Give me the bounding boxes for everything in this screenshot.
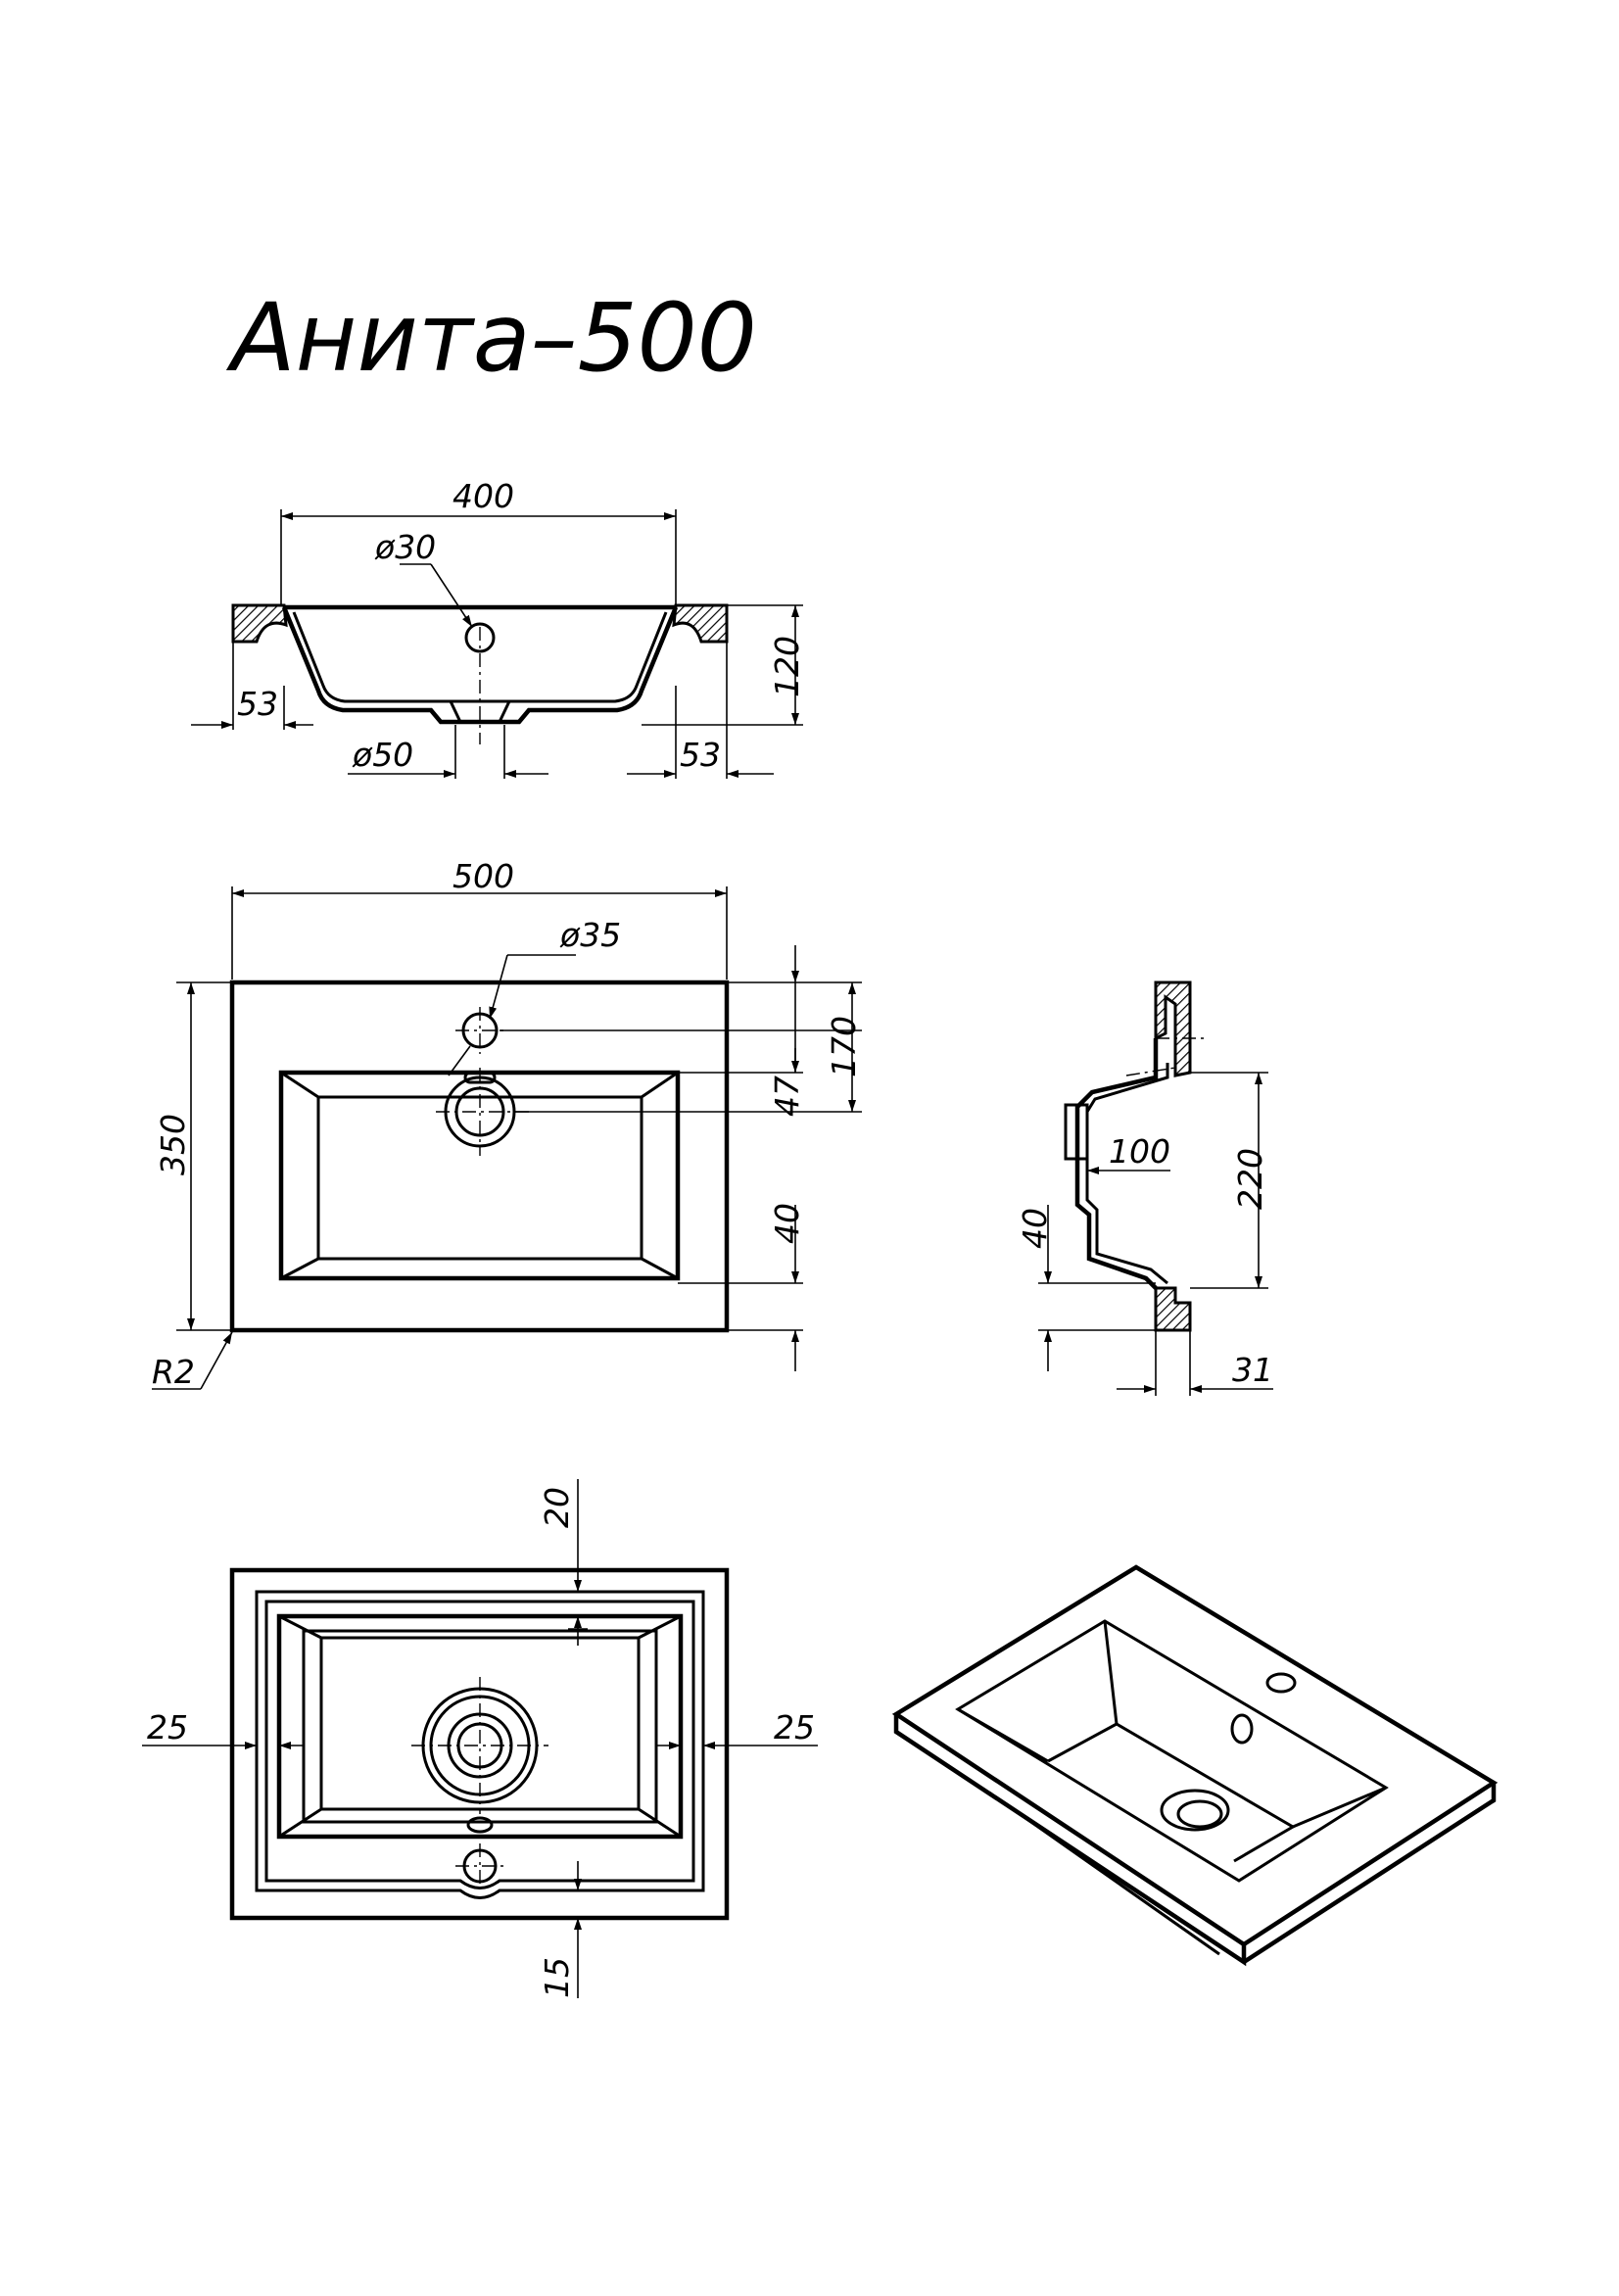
dim-label-d35: ø35 (559, 916, 621, 954)
iso-faucet-hole (1265, 1672, 1297, 1694)
top-view: 500 ø35 350 (152, 857, 863, 1391)
dim-label-53-left: 53 (237, 685, 278, 723)
dim-label-d30: ø30 (374, 528, 436, 566)
dim-label-20: 20 (538, 1487, 576, 1528)
dim-label-400: 400 (452, 477, 514, 515)
isometric-view (891, 1564, 1499, 1967)
dim-label-500: 500 (452, 857, 514, 895)
dim-label-350: 350 (154, 1114, 192, 1175)
dim-label-40-top: 40 (768, 1203, 806, 1244)
dim-label-53-right: 53 (680, 736, 721, 774)
basin-outline (229, 980, 730, 1333)
rim-section-right (672, 603, 729, 644)
dim-label-120: 120 (768, 636, 806, 697)
dim-label-220: 220 (1231, 1148, 1269, 1210)
dim-label-25-right: 25 (774, 1708, 815, 1746)
dim-label-31: 31 (1232, 1351, 1273, 1389)
dim-label-40-side: 40 (1016, 1208, 1054, 1249)
dim-label-d50: ø50 (352, 736, 413, 774)
bottom-view: 20 25 25 15 (142, 1479, 818, 1998)
drawing-title: Анита–500 (225, 283, 757, 393)
dim-label-15: 15 (538, 1957, 576, 1998)
dim-label-170: 170 (825, 1016, 863, 1077)
overflow-hole (464, 622, 496, 653)
dim-label-47: 47 (768, 1076, 806, 1117)
dim-label-100: 100 (1109, 1132, 1170, 1171)
dim-label-r2: R2 (152, 1353, 195, 1391)
rim-section-left (231, 603, 288, 644)
dim-label-25-left: 25 (147, 1708, 188, 1746)
iso-drain (1160, 1789, 1230, 1832)
side-section-view: 100 220 40 31 (1016, 981, 1273, 1396)
front-section-view: 400 ø30 120 53 53 (191, 477, 806, 779)
